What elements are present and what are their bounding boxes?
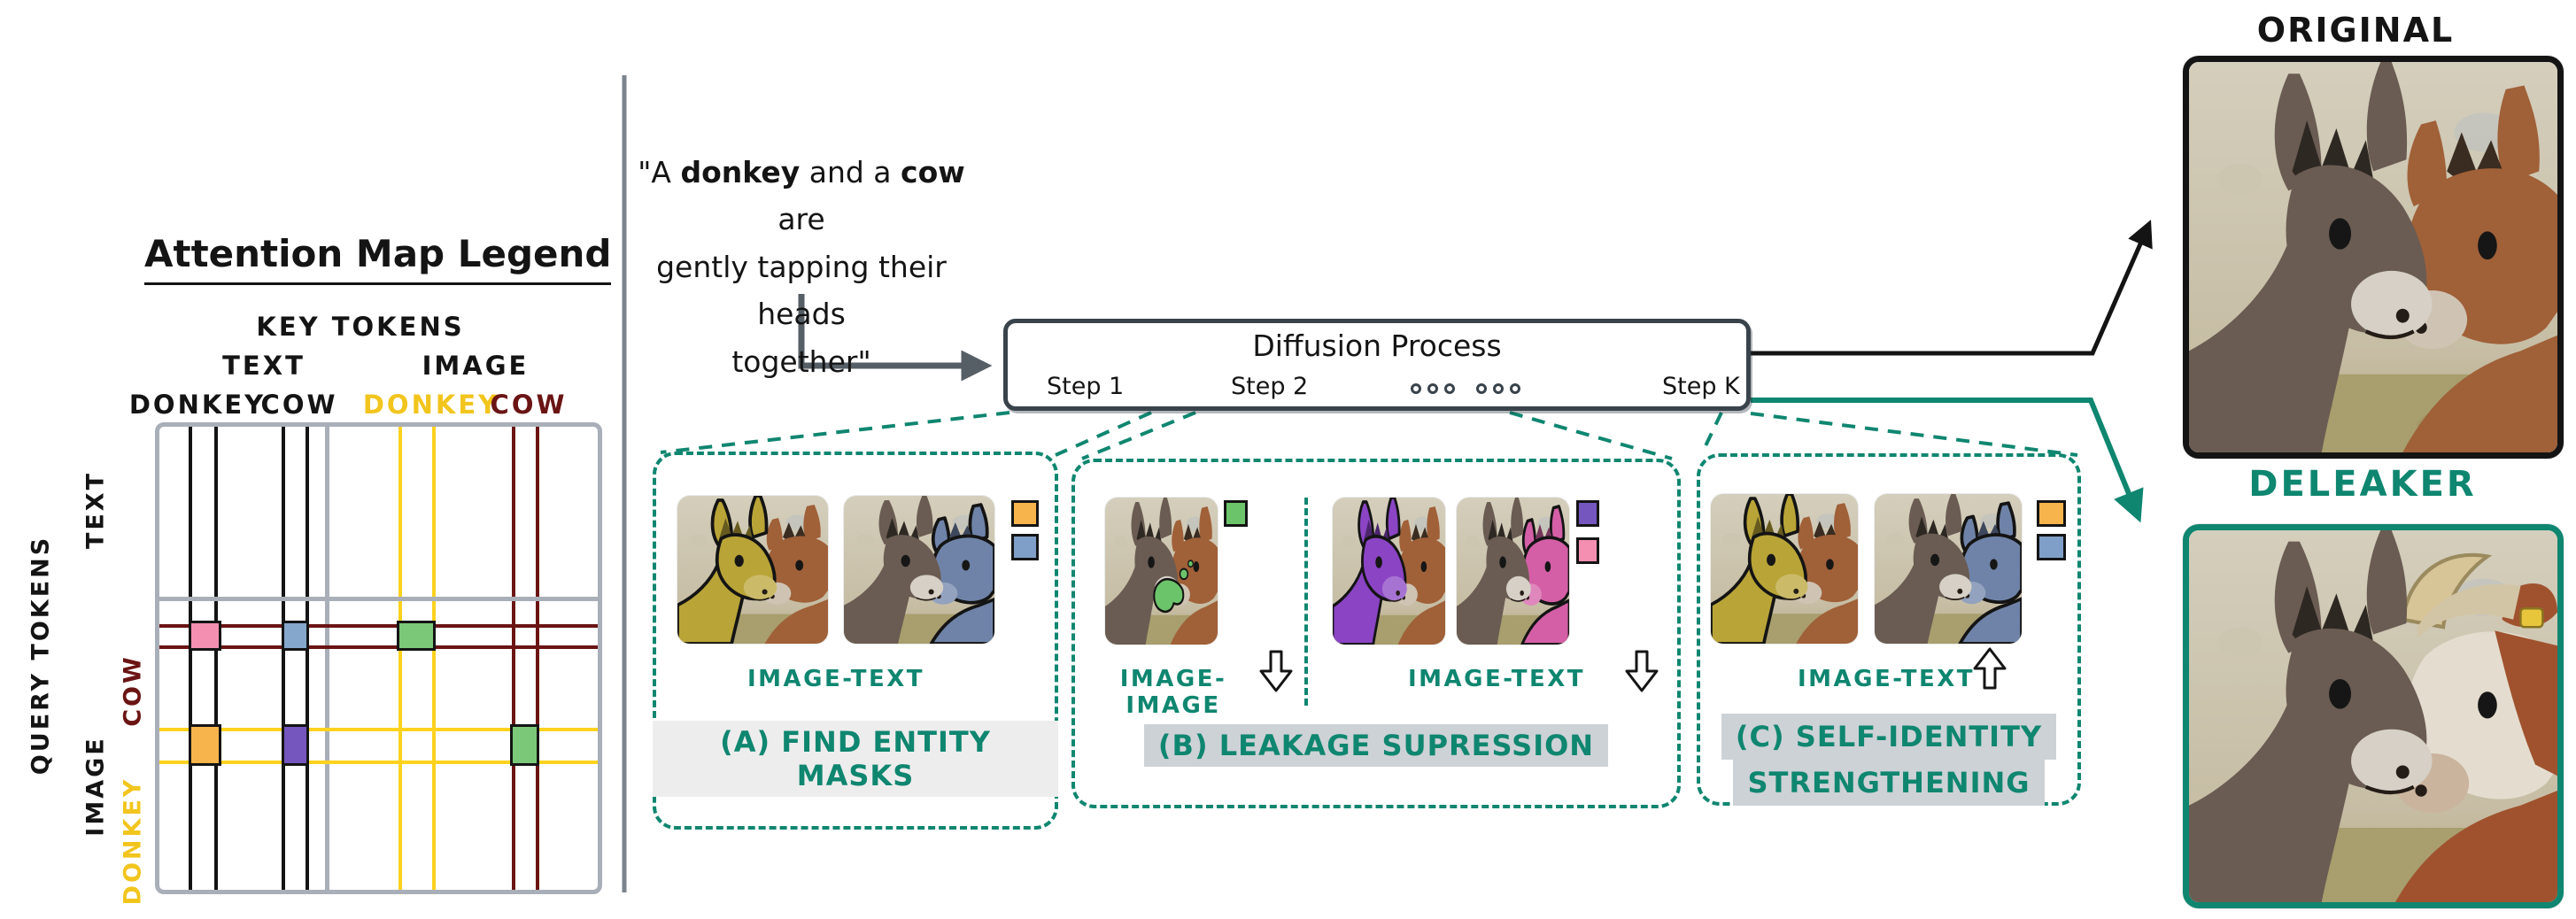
key-entity-donkey-image: DONKEY xyxy=(362,390,500,420)
key-entity-cow-text: COW xyxy=(260,390,338,420)
key-group-text-label: TEXT xyxy=(222,351,306,381)
panel-c-image-cow-mask xyxy=(1875,494,2022,644)
panel-b-swatch-purple xyxy=(1576,500,1599,527)
panel-b-inner-divider xyxy=(1304,498,1308,706)
panel-b-caption: (B) LEAKAGE SUPRESSION xyxy=(1071,724,1681,767)
panel-c-caption-line1: (C) SELF-IDENTITY xyxy=(1721,714,2057,761)
cell-cow-donkeytext xyxy=(189,621,221,651)
grid-row-donkey-image-1 xyxy=(159,728,598,731)
query-group-text-label: TEXT xyxy=(81,470,110,550)
original-output-arrow xyxy=(1751,220,2153,356)
prompt-line3: together" xyxy=(731,344,871,379)
panel-c-image-donkey-mask xyxy=(1711,494,1858,644)
prompt-entity-cow: cow xyxy=(901,155,965,189)
grid-line-cow-text-1 xyxy=(282,427,285,890)
panel-b-caption-text: (B) LEAKAGE SUPRESSION xyxy=(1143,724,1609,767)
diffusion-ellipsis-dots xyxy=(1411,383,1520,394)
grid-row-donkey-image-2 xyxy=(159,761,598,764)
attention-grid xyxy=(155,422,602,894)
grid-row-cow-image-2 xyxy=(159,645,598,649)
panel-c-swatch-donkey xyxy=(2037,500,2066,527)
panel-c-caption-line2: STRENGTHENING xyxy=(1733,760,2045,807)
prompt-mid: and a xyxy=(800,155,901,189)
prompt-text: "A donkey and a cow are gently tapping t… xyxy=(611,149,992,385)
panel-b-swatch-pink xyxy=(1576,537,1599,564)
diffusion-step-1: Step 1 xyxy=(1047,373,1125,400)
panel-b-image-pink-cow xyxy=(1457,498,1569,645)
panel-c-relation-label: IMAGE-TEXT xyxy=(1797,666,1976,692)
prompt-line2: gently tapping their heads xyxy=(656,249,947,332)
panel-a-image-cow-mask xyxy=(844,496,994,644)
panel-a-image-donkey-mask xyxy=(677,496,828,644)
panel-b-image-image-leak xyxy=(1105,498,1218,645)
key-group-image-label: IMAGE xyxy=(422,351,530,381)
original-output-label: ORIGINAL xyxy=(2256,11,2455,50)
key-entity-cow-image: COW xyxy=(490,390,568,420)
legend-title: Attention Map Legend xyxy=(144,232,612,285)
panel-b-right-down-arrow-icon xyxy=(1623,649,1660,693)
deleaker-output-label: DELEAKER xyxy=(2248,464,2477,505)
grid-line-cow-text-2 xyxy=(306,427,309,890)
panel-a-caption: (A) FIND ENTITY MASKS xyxy=(653,721,1058,797)
cell-donkey-cowtext xyxy=(282,724,309,766)
original-output-image xyxy=(2183,56,2564,459)
diffusion-process-box: Diffusion Process Step 1 Step 2 Step K xyxy=(1003,319,1751,411)
cell-donkey-cowimage xyxy=(510,724,539,766)
panel-b-image-purple-donkey xyxy=(1333,498,1445,645)
key-entity-donkey-text: DONKEY xyxy=(128,390,267,420)
prompt-end: are xyxy=(777,202,825,237)
diffusion-title: Diffusion Process xyxy=(1252,328,1502,363)
prompt-entity-donkey: donkey xyxy=(680,155,801,189)
query-tokens-axis-label: QUERY TOKENS xyxy=(27,535,55,776)
panel-a-swatch-cow xyxy=(1011,534,1039,560)
prompt-open: "A xyxy=(638,155,681,189)
panel-b-right-relation-label: IMAGE-TEXT xyxy=(1407,666,1586,692)
deleaker-output-image xyxy=(2183,524,2564,908)
panel-a-swatch-donkey xyxy=(1011,500,1039,527)
grid-row-cow-image-1 xyxy=(159,624,598,628)
panel-a-relation-label: IMAGE-TEXT xyxy=(746,666,925,692)
grid-line-cow-image-2 xyxy=(536,427,539,890)
query-entity-donkey-image: DONKEY xyxy=(119,776,147,906)
panel-b-swatch-green xyxy=(1224,500,1248,527)
query-group-image-label: IMAGE xyxy=(81,736,110,837)
grid-line-donkey-text-1 xyxy=(189,427,192,890)
cell-cow-donkeyimage xyxy=(397,621,436,651)
panel-c-swatch-cow xyxy=(2037,534,2066,560)
panel-a-caption-text: (A) FIND ENTITY MASKS xyxy=(653,721,1058,797)
cell-cow-cowtext xyxy=(282,621,309,651)
grid-divider-vertical xyxy=(325,427,329,890)
panel-c-up-arrow-icon xyxy=(1971,646,2008,691)
grid-divider-horizontal xyxy=(159,597,598,601)
cell-donkey-donkeytext xyxy=(189,724,221,766)
diffusion-step-k: Step K xyxy=(1662,373,1740,400)
panel-b-leakage-supression xyxy=(1071,459,1681,808)
panel-c-caption: (C) SELF-IDENTITY STRENGTHENING xyxy=(1697,714,2081,807)
grid-line-cow-image-1 xyxy=(512,427,515,890)
grid-line-donkey-image-2 xyxy=(432,427,436,890)
grid-line-donkey-image-1 xyxy=(398,427,402,890)
query-entity-cow-image: COW xyxy=(119,654,147,727)
panel-b-left-down-arrow-icon xyxy=(1257,649,1295,693)
panel-a-find-entity-masks xyxy=(653,452,1058,830)
key-tokens-axis-label: KEY TOKENS xyxy=(256,312,465,342)
panel-b-left-relation-label: IMAGE-IMAGE xyxy=(1119,666,1227,719)
diffusion-step-2: Step 2 xyxy=(1231,373,1309,400)
grid-line-donkey-text-2 xyxy=(214,427,218,890)
